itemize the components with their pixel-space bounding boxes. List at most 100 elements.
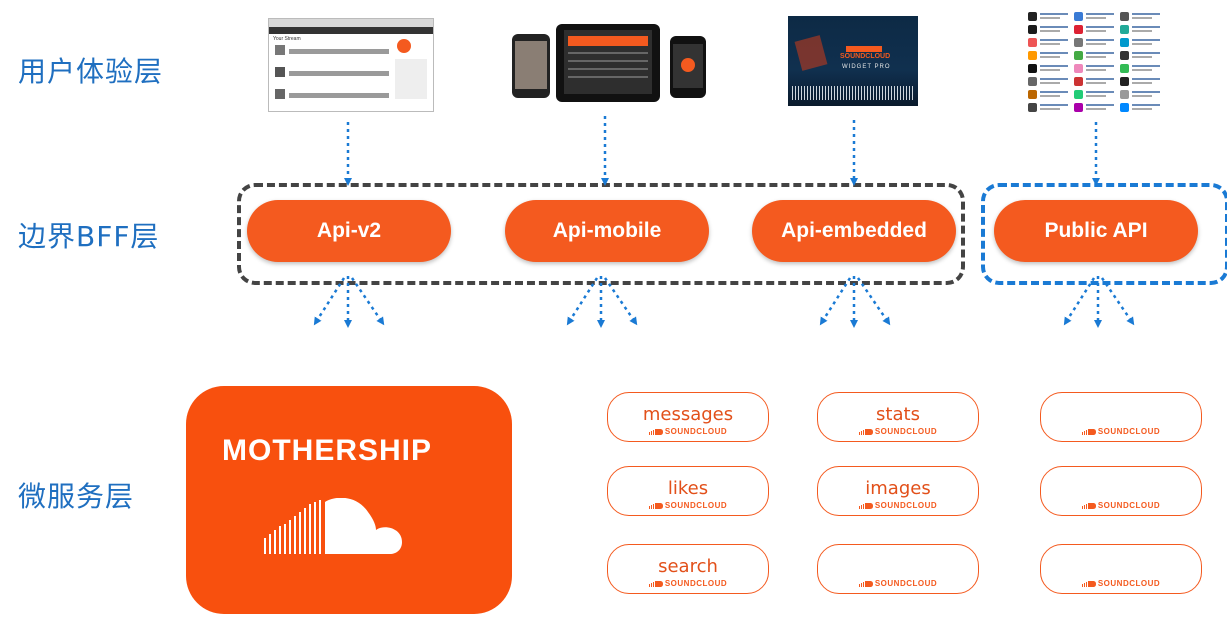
android-phone: [512, 34, 550, 98]
app-text-line: [1086, 95, 1106, 97]
service-images: images SOUNDCLOUD: [817, 466, 979, 516]
app-icon: [1074, 51, 1083, 60]
soundcloud-brand-text: SOUNDCLOUD: [664, 501, 728, 510]
app-icon: [1028, 38, 1037, 47]
layer-label-micro: 微服务层: [18, 480, 135, 513]
soundcloud-mini-icon: [648, 581, 663, 587]
app-text-line: [1040, 69, 1060, 71]
service-name: messages: [642, 404, 734, 425]
app-text-line: [1086, 78, 1114, 80]
api-embedded-pill: Api-embedded: [752, 200, 956, 262]
app-icon: [1120, 38, 1129, 47]
app-text-line: [1086, 82, 1106, 84]
app-text-line: [1132, 65, 1160, 67]
app-text-line: [1040, 78, 1068, 80]
soundcloud-brand: SOUNDCLOUD: [608, 427, 768, 436]
soundcloud-brand: SOUNDCLOUD: [818, 427, 978, 436]
app-text-line: [1040, 104, 1068, 106]
app-text-line: [1086, 104, 1114, 106]
app-text-line: [1132, 17, 1152, 19]
app-text-line: [1040, 95, 1060, 97]
app-text-line: [1040, 65, 1068, 67]
soundcloud-brand-text: SOUNDCLOUD: [664, 427, 728, 436]
service-unnamed-1: SOUNDCLOUD: [1040, 392, 1202, 442]
tablet: [556, 24, 660, 102]
service-name: likes: [667, 478, 709, 499]
app-text-line: [1132, 13, 1160, 15]
app-text-line: [1040, 82, 1060, 84]
api-v2-pill: Api-v2: [247, 200, 451, 262]
api-mobile-pill: Api-mobile: [505, 200, 709, 262]
app-icon: [1120, 90, 1129, 99]
soundcloud-brand: SOUNDCLOUD: [1041, 579, 1201, 588]
app-icon: [1028, 12, 1037, 21]
app-text-line: [1086, 43, 1106, 45]
embedded-widget-screenshot: SOUNDCLOUD WIDGET PRO: [788, 16, 918, 106]
app-text-line: [1086, 26, 1114, 28]
app-text-line: [1132, 108, 1152, 110]
app-icon: [1120, 77, 1129, 86]
public-api-pill: Public API: [994, 200, 1198, 262]
soundcloud-brand-text: SOUNDCLOUD: [664, 579, 728, 588]
app-text-line: [1132, 82, 1152, 84]
bff-fanout-arrow-left-3: [819, 277, 852, 326]
soundcloud-brand-text: SOUNDCLOUD: [874, 579, 938, 588]
app-text-line: [1132, 26, 1160, 28]
soundcloud-cloud-icon: [264, 498, 402, 554]
soundcloud-mini-icon: [1081, 503, 1096, 509]
app-icon: [1074, 64, 1083, 73]
app-icon: [1074, 25, 1083, 34]
app-icon: [1074, 12, 1083, 21]
app-text-line: [1132, 39, 1160, 41]
service-name: search: [658, 556, 718, 577]
bff-fanout-arrow-right-3: [856, 277, 891, 326]
service-name: images: [865, 478, 931, 499]
app-icon: [1028, 77, 1037, 86]
app-text-line: [1086, 56, 1106, 58]
app-text-line: [1040, 30, 1060, 32]
soundcloud-brand: SOUNDCLOUD: [608, 501, 768, 510]
app-icon: [1074, 103, 1083, 112]
web-stream-heading: Your Stream: [273, 36, 301, 42]
soundcloud-mini-icon: [1081, 581, 1096, 587]
app-icon: [1120, 103, 1129, 112]
app-text-line: [1086, 39, 1114, 41]
soundcloud-mini-icon: [858, 503, 873, 509]
bff-fanout-arrow-left-4: [1063, 277, 1096, 326]
widget-subtitle: WIDGET PRO: [842, 64, 891, 70]
app-icon: [1074, 77, 1083, 86]
soundcloud-brand-text: SOUNDCLOUD: [1097, 501, 1161, 510]
mobile-devices-screenshot: [510, 22, 715, 104]
app-text-line: [1040, 43, 1060, 45]
web-app-screenshot: Your Stream: [268, 18, 434, 112]
app-text-line: [1040, 13, 1068, 15]
bff-fanout-arrow-left-2: [566, 277, 599, 326]
service-name: stats: [876, 404, 920, 425]
app-text-line: [1040, 52, 1068, 54]
service-search: search SOUNDCLOUD: [607, 544, 769, 594]
app-text-line: [1086, 17, 1106, 19]
service-likes: likes SOUNDCLOUD: [607, 466, 769, 516]
soundcloud-brand: SOUNDCLOUD: [1041, 427, 1201, 436]
bff-fanout-arrow-right-2: [603, 277, 638, 326]
app-directory-screenshot: [1028, 10, 1166, 116]
soundcloud-brand-text: SOUNDCLOUD: [874, 501, 938, 510]
app-text-line: [1132, 56, 1152, 58]
layer-label-ux: 用户体验层: [18, 55, 164, 88]
app-text-line: [1086, 52, 1114, 54]
soundcloud-brand-text: SOUNDCLOUD: [874, 427, 938, 436]
soundcloud-mini-icon: [648, 429, 663, 435]
soundcloud-brand: SOUNDCLOUD: [608, 579, 768, 588]
app-text-line: [1086, 30, 1106, 32]
app-icon: [1074, 90, 1083, 99]
app-text-line: [1132, 95, 1152, 97]
soundcloud-brand: SOUNDCLOUD: [818, 501, 978, 510]
app-text-line: [1086, 13, 1114, 15]
service-unnamed-4: SOUNDCLOUD: [1040, 544, 1202, 594]
soundcloud-brand-text: SOUNDCLOUD: [1097, 427, 1161, 436]
app-text-line: [1040, 91, 1068, 93]
app-text-line: [1040, 108, 1060, 110]
app-text-line: [1086, 91, 1114, 93]
app-text-line: [1040, 39, 1068, 41]
